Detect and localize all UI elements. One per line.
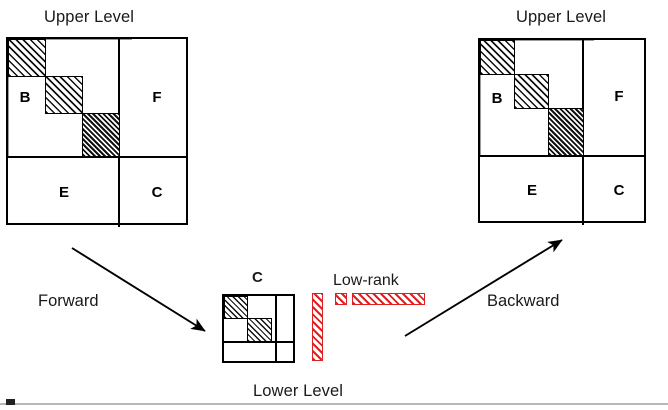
- lowrank-small-square: [335, 293, 347, 305]
- diagonal-block-1-mid: [224, 296, 248, 319]
- guide-line-left-vert-right: [480, 40, 481, 156]
- divider-vertical-upper-left: [118, 39, 120, 157]
- diagonal-block-1-right: [480, 40, 515, 75]
- divider-vertical-lower-left: [118, 156, 120, 227]
- diagonal-block-2-mid: [247, 318, 272, 342]
- divider-vertical-lower-mid: [275, 341, 277, 361]
- title-upper-level-right: Upper Level: [516, 8, 607, 26]
- diagonal-block-2-left: [45, 76, 83, 114]
- backward-arrow-label: Backward: [487, 292, 560, 310]
- forward-arrow-label: Forward: [38, 292, 99, 310]
- guide-line-top-right: [480, 40, 594, 41]
- lowrank-label: Low-rank: [333, 272, 399, 289]
- forward-arrow: [71, 247, 206, 332]
- block-label-F-right: F: [614, 87, 624, 105]
- divider-vertical-upper-right: [582, 40, 584, 156]
- divider-horizontal-mid: [224, 341, 293, 343]
- diagonal-block-2-right: [514, 74, 549, 109]
- diagonal-block-3-right: [548, 108, 584, 156]
- block-label-B-left: B: [19, 88, 31, 106]
- footer-corner-mark: [6, 399, 15, 405]
- lowrank-vertical-bar: [312, 293, 323, 361]
- block-label-B-right: B: [491, 89, 503, 107]
- block-label-E-left: E: [58, 183, 69, 201]
- block-label-C-right: C: [613, 181, 625, 199]
- guide-line-left-vert: [8, 39, 9, 157]
- lower-matrix-label-C: C: [252, 269, 263, 286]
- divider-horizontal-left: [8, 156, 186, 158]
- diagonal-block-1-left: [8, 39, 46, 77]
- divider-horizontal-right: [480, 155, 644, 157]
- title-upper-level-left: Upper Level: [44, 8, 135, 26]
- upper-level-matrix-right: B F E C: [478, 38, 646, 225]
- block-label-E-right: E: [526, 181, 537, 199]
- block-label-F-left: F: [152, 88, 162, 106]
- divider-vertical-lower-right: [582, 155, 584, 225]
- upper-level-matrix-left: B F E C: [6, 37, 188, 227]
- footer-divider: [0, 403, 668, 405]
- title-lower-level: Lower Level: [253, 382, 344, 400]
- lower-level-matrix: [222, 294, 295, 363]
- lowrank-horizontal-bar: [352, 293, 425, 305]
- backward-arrow: [404, 239, 563, 337]
- diagonal-block-3-left: [82, 113, 120, 157]
- divider-vertical-upper-mid: [275, 296, 277, 342]
- guide-line-top-left: [8, 39, 132, 40]
- block-label-C-left: C: [151, 183, 163, 201]
